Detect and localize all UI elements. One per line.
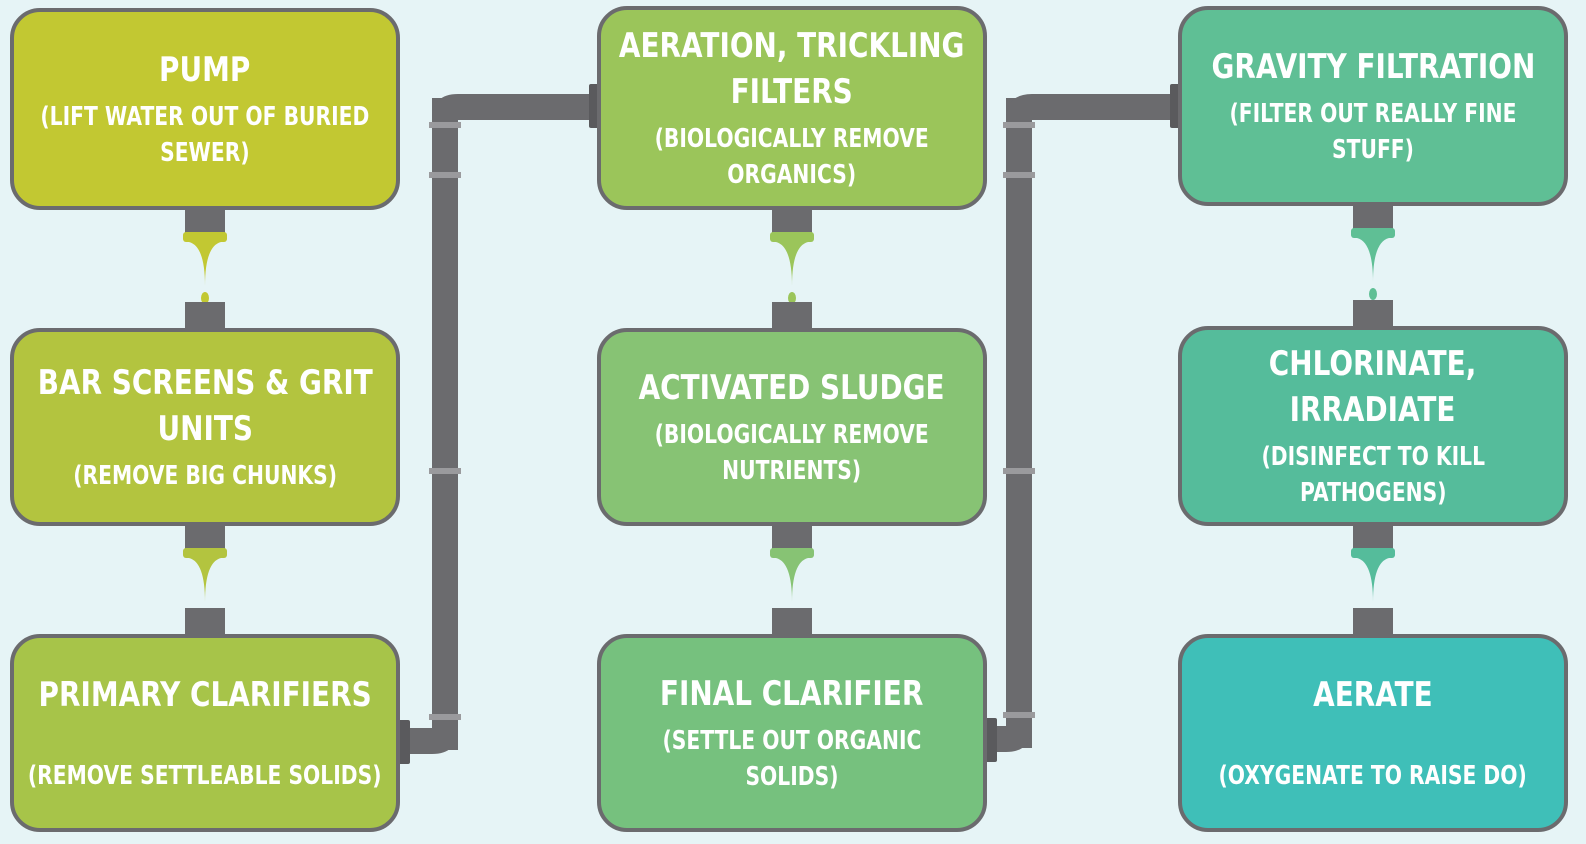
step-description: (LIFT WATER OUT OF BURIED SEWER) bbox=[40, 102, 370, 168]
pipe-flange bbox=[429, 172, 461, 178]
droplet bbox=[1369, 288, 1377, 300]
step-description: (OXYGENATE TO RAISE DO) bbox=[1218, 761, 1528, 791]
pipe-flange bbox=[1003, 712, 1035, 718]
stream bbox=[189, 558, 221, 602]
step-title: GRAVITY FILTRATION bbox=[1211, 47, 1535, 87]
nozzle bbox=[185, 206, 225, 236]
pipe-flange bbox=[1003, 468, 1035, 474]
step-aeration-trickling-filters: AERATION, TRICKLING FILTERS (BIOLOGICALL… bbox=[597, 6, 987, 210]
nozzle-lip bbox=[770, 232, 814, 242]
pipe-elbow bbox=[432, 94, 597, 120]
receiver-pipe bbox=[772, 608, 812, 636]
stream bbox=[776, 558, 808, 602]
step-title: CHLORINATE, IRRADIATE bbox=[1269, 344, 1477, 430]
pipe-segment bbox=[432, 98, 458, 750]
pipe-coupler bbox=[398, 720, 410, 764]
step-title: AERATION, TRICKLING FILTERS bbox=[619, 26, 965, 112]
step-pump: PUMP (LIFT WATER OUT OF BURIED SEWER) bbox=[10, 8, 400, 210]
step-title: AERATE bbox=[1313, 675, 1433, 715]
receiver-pipe bbox=[185, 608, 225, 636]
nozzle bbox=[772, 522, 812, 552]
pipe-coupler bbox=[985, 718, 997, 762]
pipe-flange bbox=[429, 468, 461, 474]
pipe-elbow bbox=[987, 726, 1032, 752]
step-title: FINAL CLARIFIER bbox=[660, 674, 924, 714]
nozzle-lip bbox=[1351, 228, 1395, 238]
pipe-elbow bbox=[1006, 94, 1178, 120]
receiver-pipe bbox=[1353, 300, 1393, 328]
step-activated-sludge: ACTIVATED SLUDGE (BIOLOGICALLY REMOVE NU… bbox=[597, 328, 987, 526]
stream bbox=[189, 242, 221, 286]
step-description: (REMOVE SETTLEABLE SOLIDS) bbox=[28, 761, 382, 791]
drip-connectors bbox=[183, 202, 1395, 636]
step-description: (FILTER OUT REALLY FINE STUFF) bbox=[1229, 99, 1517, 165]
nozzle-lip bbox=[1351, 548, 1395, 558]
nozzle bbox=[772, 206, 812, 236]
stream bbox=[1357, 558, 1389, 602]
nozzle-lip bbox=[183, 548, 227, 558]
receiver-pipe bbox=[1353, 608, 1393, 636]
nozzle bbox=[1353, 202, 1393, 232]
pipe-segment bbox=[1006, 98, 1032, 748]
connector-pipes bbox=[398, 84, 1182, 764]
step-primary-clarifiers: PRIMARY CLARIFIERS (REMOVE SETTLEABLE SO… bbox=[10, 634, 400, 832]
step-title: ACTIVATED SLUDGE bbox=[639, 368, 946, 408]
step-description: (SETTLE OUT ORGANIC SOLIDS) bbox=[662, 726, 922, 792]
nozzle bbox=[1353, 522, 1393, 552]
step-aerate: AERATE (OXYGENATE TO RAISE DO) bbox=[1178, 634, 1568, 832]
step-title: BAR SCREENS & GRIT UNITS bbox=[37, 363, 373, 449]
pipe-flange bbox=[429, 714, 461, 720]
step-gravity-filtration: GRAVITY FILTRATION (FILTER OUT REALLY FI… bbox=[1178, 6, 1568, 206]
pipe-flange bbox=[1003, 122, 1035, 128]
step-chlorinate-irradiate: CHLORINATE, IRRADIATE (DISINFECT TO KILL… bbox=[1178, 326, 1568, 526]
receiver-pipe bbox=[185, 302, 225, 330]
nozzle-lip bbox=[183, 232, 227, 242]
step-bar-screens-grit: BAR SCREENS & GRIT UNITS (REMOVE BIG CHU… bbox=[10, 328, 400, 526]
step-final-clarifier: FINAL CLARIFIER (SETTLE OUT ORGANIC SOLI… bbox=[597, 634, 987, 832]
step-description: (BIOLOGICALLY REMOVE NUTRIENTS) bbox=[654, 420, 930, 486]
receiver-pipe bbox=[772, 302, 812, 330]
step-description: (DISINFECT TO KILL PATHOGENS) bbox=[1261, 442, 1485, 508]
step-title: PRIMARY CLARIFIERS bbox=[38, 675, 372, 715]
stream bbox=[1357, 238, 1389, 282]
step-title: PUMP bbox=[159, 50, 251, 90]
step-description: (REMOVE BIG CHUNKS) bbox=[73, 461, 337, 491]
pipe-elbow bbox=[400, 728, 458, 754]
droplet bbox=[788, 292, 796, 304]
nozzle bbox=[185, 522, 225, 552]
nozzle-lip bbox=[770, 548, 814, 558]
pipe-flange bbox=[1003, 172, 1035, 178]
stream bbox=[776, 242, 808, 286]
droplet bbox=[201, 292, 209, 304]
pipe-flange bbox=[429, 122, 461, 128]
step-description: (BIOLOGICALLY REMOVE ORGANICS) bbox=[654, 124, 930, 190]
